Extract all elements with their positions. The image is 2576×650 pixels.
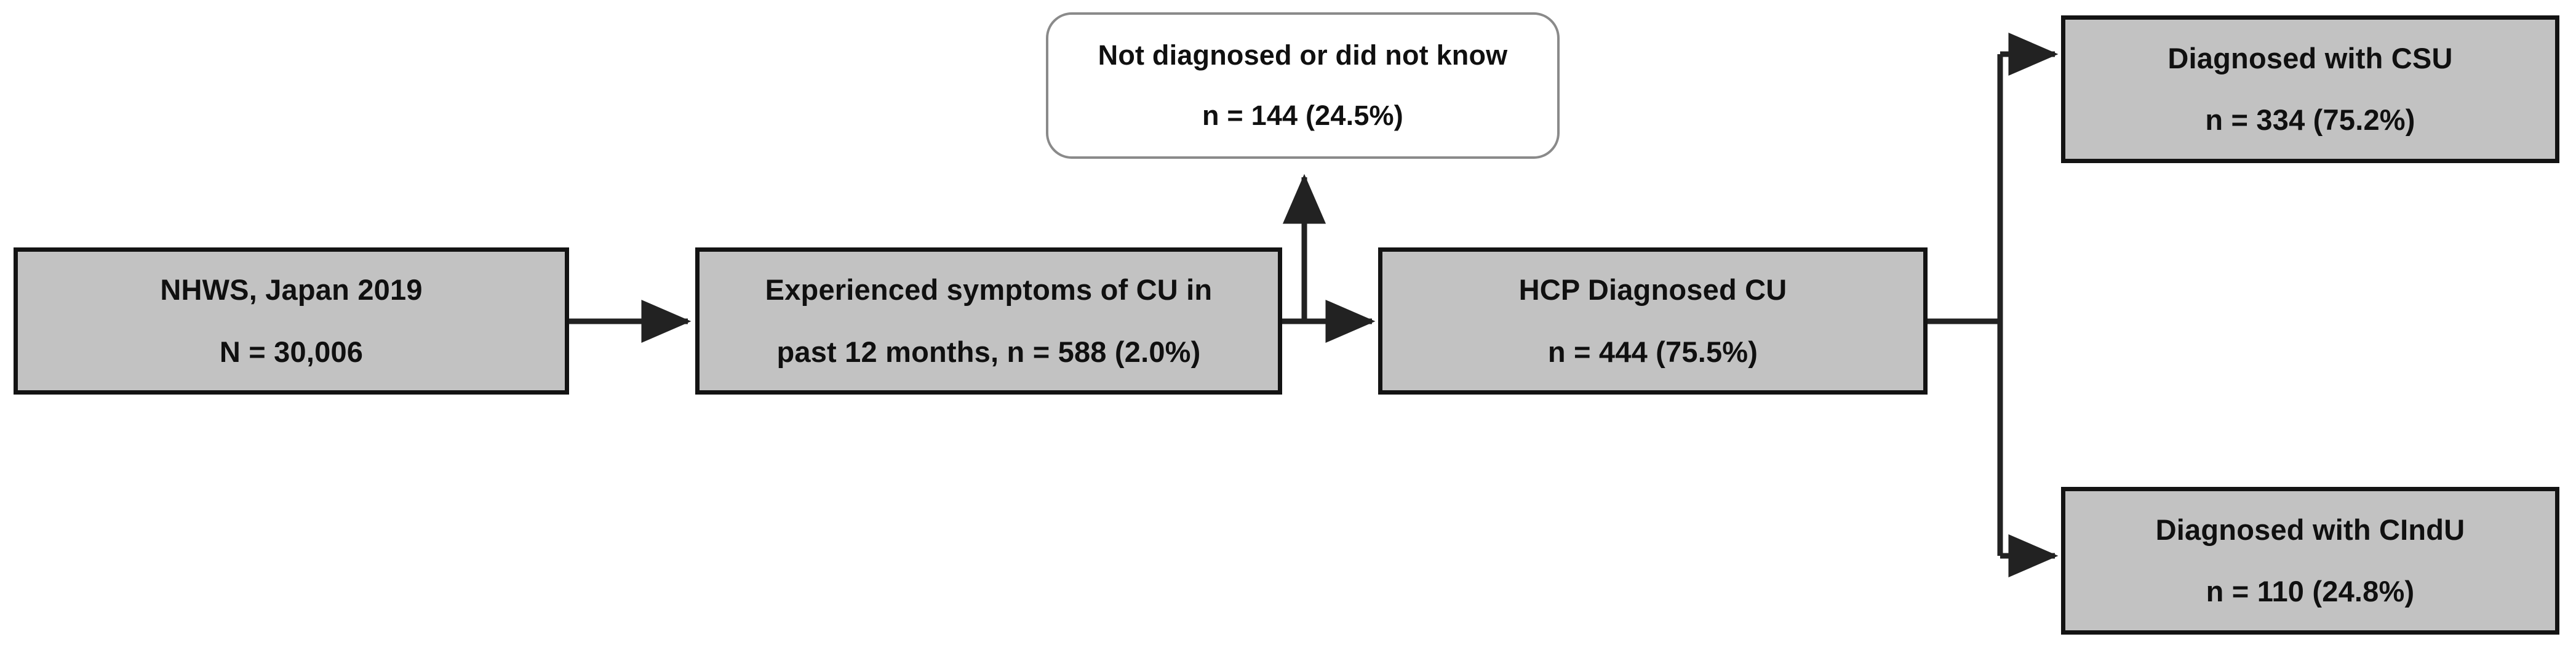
node-hcp-diagnosed-cu[interactable]: HCP Diagnosed CU n = 444 (75.5%) [1378,247,1928,395]
node-not-diagnosed-or-did-not-know[interactable]: Not diagnosed or did not know n = 144 (2… [1046,12,1560,159]
node-not-diagnosed-line2: n = 144 (24.5%) [1202,100,1403,131]
node-experienced-symptoms-cu-line1: Experienced symptoms of CU in [765,273,1213,307]
node-experienced-symptoms-cu-line2: past 12 months, n = 588 (2.0%) [776,335,1201,368]
connector-hcp-split-trunk [1928,54,2003,556]
node-nhws-japan-2019-line2: N = 30,006 [219,335,364,368]
node-diagnosed-with-cindu-line1: Diagnosed with CIndU [2155,513,2465,546]
node-diagnosed-with-cindu[interactable]: Diagnosed with CIndU n = 110 (24.8%) [2061,487,2559,635]
node-diagnosed-with-csu[interactable]: Diagnosed with CSU n = 334 (75.2%) [2061,15,2559,163]
node-not-diagnosed-line1: Not diagnosed or did not know [1098,39,1508,71]
node-nhws-japan-2019[interactable]: NHWS, Japan 2019 N = 30,006 [14,247,569,395]
node-diagnosed-with-cindu-line2: n = 110 (24.8%) [2206,575,2415,608]
node-hcp-diagnosed-cu-line1: HCP Diagnosed CU [1518,273,1787,307]
node-hcp-diagnosed-cu-line2: n = 444 (75.5%) [1547,335,1758,368]
node-nhws-japan-2019-line1: NHWS, Japan 2019 [160,273,423,307]
node-diagnosed-with-csu-line1: Diagnosed with CSU [2167,41,2453,74]
node-experienced-symptoms-cu[interactable]: Experienced symptoms of CU in past 12 mo… [695,247,1282,395]
node-diagnosed-with-csu-line2: n = 334 (75.2%) [2205,103,2415,136]
